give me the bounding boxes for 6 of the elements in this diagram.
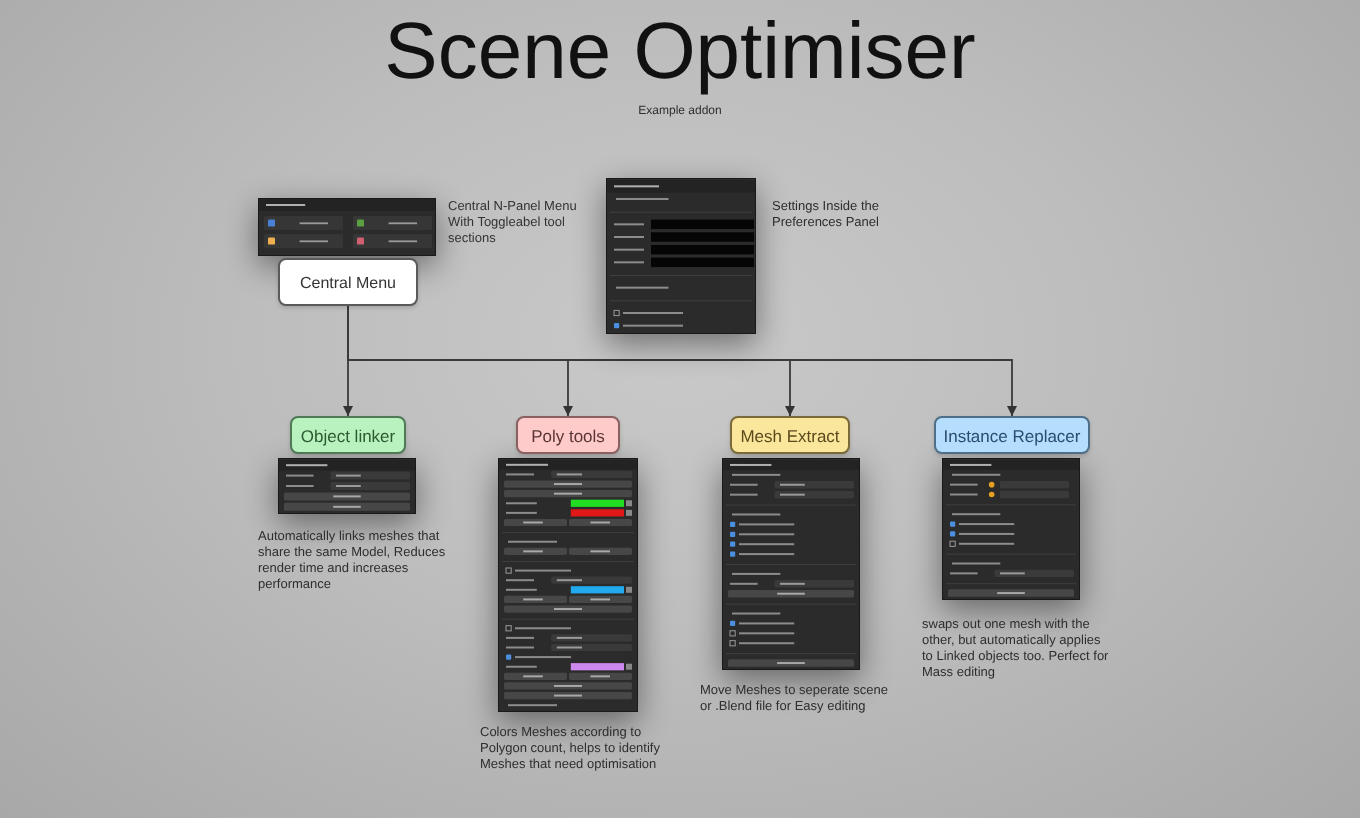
menu-box: Central Menu [278, 258, 418, 306]
tool-box: Poly tools [516, 416, 620, 454]
title-text: Scene Optimiser [384, 12, 976, 92]
tool-box: Object linker [290, 416, 406, 454]
tool-box: Mesh Extract [730, 416, 850, 454]
tool-box: Instance Replacer [934, 416, 1090, 454]
